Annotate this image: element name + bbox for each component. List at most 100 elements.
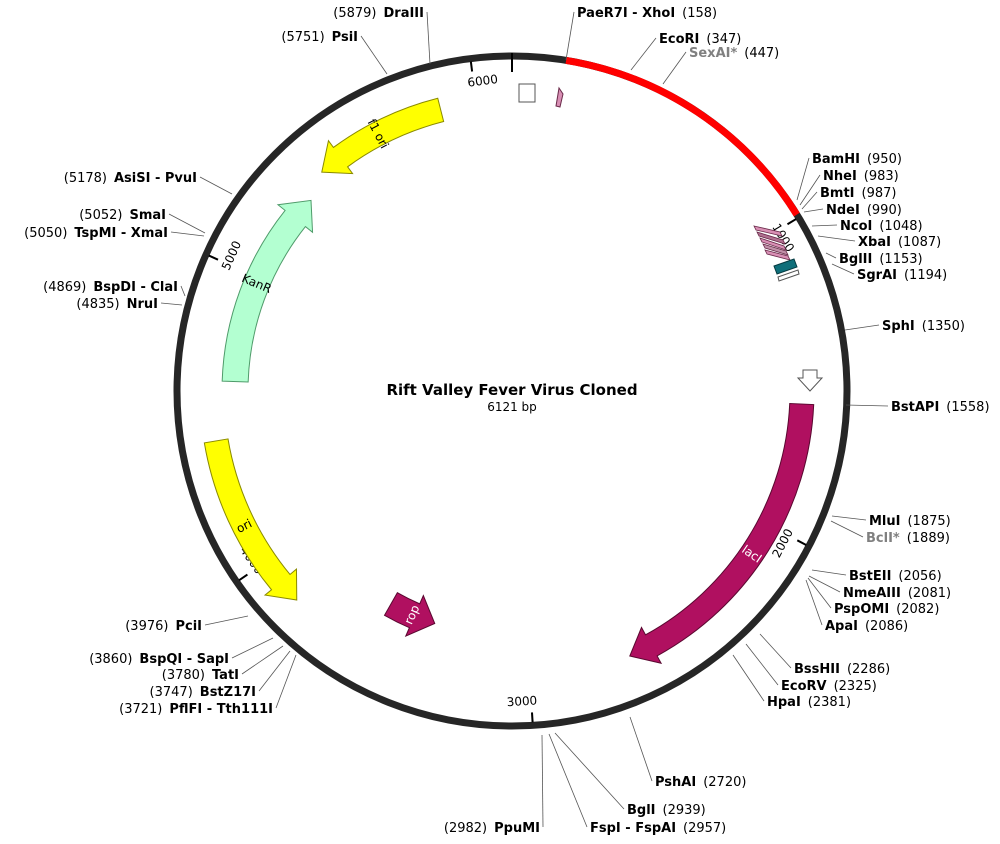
enzyme-position: (2056) [898,569,941,584]
site-hpai[interactable]: HpaI(2381) [732,654,851,710]
enzyme-name: TspMI - XmaI [74,226,168,241]
enzyme-name: PaeR7I - XhoI [577,6,675,21]
site-label-pcii: (3976)PciI [125,619,202,634]
site-asisi-pvui[interactable]: (5178)AsiSI - PvuI [64,171,233,195]
site-tspmi-xmai[interactable]: (5050)TspMI - XmaI [24,226,205,241]
site-ndei[interactable]: NdeI(990) [803,203,902,218]
site-pspomi[interactable]: PspOMI(2082) [807,577,939,617]
tick-mark-4000 [238,573,248,582]
enzyme-name: BssHII [794,662,840,677]
tick-mark-1000 [786,218,797,226]
site-nhei[interactable]: NheI(983) [799,169,899,206]
site-leader-bsteii [811,569,847,576]
site-label-ecori: EcoRI(347) [659,32,741,47]
enzyme-position: (4869) [43,280,86,295]
site-label-pshai: PshAI(2720) [655,775,746,790]
enzyme-position: (1558) [946,400,989,415]
site-ecorv[interactable]: EcoRV(2325) [745,643,877,694]
tag-feature-4 [762,243,789,256]
site-leader-bmti [801,191,818,210]
enzyme-name: BstAPI [891,400,939,415]
site-leader-psii [360,35,388,75]
site-smai[interactable]: (5052)SmaI [79,208,206,234]
site-leader-ppumi [541,734,544,828]
white-tag-feature [777,269,800,282]
site-bcli[interactable]: BclI*(1889) [830,520,950,546]
enzyme-position: (3747) [150,685,193,700]
site-bamhi[interactable]: BamHI(950) [796,152,902,201]
enzyme-name: PshAI [655,775,696,790]
site-leader-asisi-pvui [199,176,233,195]
site-bmti[interactable]: BmtI(987) [801,186,896,210]
tick-label-3000: 3000 [506,693,537,709]
enzyme-position: (990) [867,203,902,218]
enzyme-position: (3780) [162,668,205,683]
site-bgli[interactable]: BglI (2939) [554,732,706,818]
site-leader-pshai [629,716,653,782]
site-bstz17i[interactable]: (3747)BstZ17I [150,650,291,700]
site-leader-tspmi-xmai [170,231,205,237]
site-sphi[interactable]: SphI(1350) [844,319,965,334]
site-ncoi[interactable]: NcoI(1048) [811,219,923,234]
map-length: 6121 bp [487,400,537,414]
site-bsshii[interactable]: BssHII (2286) [759,633,890,677]
enzyme-name: BstEII [849,569,891,584]
enzyme-position: (2286) [847,662,890,677]
site-pflfi-tth111i[interactable]: (3721)PflFI - Tth111I [119,654,297,717]
site-tati[interactable]: (3780)TatI [162,645,284,683]
site-label-sphi: SphI(1350) [882,319,965,334]
enzyme-name: XbaI [858,235,891,250]
site-nmeaiii[interactable]: NmeAIII(2081) [808,575,951,601]
site-leader-nmeaiii [808,575,841,593]
site-draiii[interactable]: (5879)DraIII [333,6,431,65]
enzyme-position: (4835) [76,297,119,312]
site-paer7i-xhoi[interactable]: PaeR7I - XhoI(158) [565,6,717,61]
site-label-nhei: NheI(983) [823,169,899,184]
site-bspqi-sapi[interactable]: (3860)BspQI - SapI [89,637,274,667]
site-leader-bgli [554,732,625,810]
site-pcii[interactable]: (3976)PciI [125,615,249,634]
site-mlui[interactable]: MluI(1875) [831,514,951,529]
site-sexai[interactable]: SexAI*(447) [662,46,779,85]
feature-arrow-f1-ori [321,97,445,175]
enzyme-position: (2939) [663,803,706,818]
site-ppumi[interactable]: (2982)PpuMI [444,734,544,836]
site-leader-sphi [844,324,880,331]
site-leader-sexai [662,51,687,85]
site-nrui[interactable]: (4835)NruI [76,297,183,312]
enzyme-name: PflFI - Tth111I [169,702,273,717]
site-xbai[interactable]: XbaI(1087) [817,235,941,250]
site-label-xbai: XbaI(1087) [858,235,941,250]
enzyme-name: BglI [627,803,656,818]
site-label-bcli: BclI*(1889) [866,531,950,546]
site-sgrai[interactable]: SgrAI(1194) [831,263,947,283]
site-bspdi-clai[interactable]: (4869)BspDI - ClaI [43,280,186,297]
site-fspi-fspai[interactable]: FspI - FspAI(2957) [548,733,726,836]
site-label-mlui: MluI(1875) [869,514,951,529]
site-pshai[interactable]: PshAI(2720) [629,716,746,790]
site-leader-mlui [831,515,867,521]
site-label-tspmi-xmai: (5050)TspMI - XmaI [24,226,168,241]
site-leader-xbai [817,235,856,242]
enzyme-position: (1048) [879,219,922,234]
enzyme-name: SmaI [129,208,166,223]
small-box-feature [518,83,536,103]
site-leader-hpai [732,654,765,702]
site-ecori[interactable]: EcoRI(347) [630,32,741,71]
enzyme-position: (5879) [333,6,376,21]
site-bstapi[interactable]: BstAPI (1558) [845,400,990,415]
site-bglii[interactable]: BglII(1153) [825,252,923,267]
site-leader-nrui [160,302,183,306]
site-label-tati: (3780)TatI [162,668,239,683]
tag-feature-3 [759,237,787,251]
site-leader-pspomi [807,577,832,609]
site-bsteii[interactable]: BstEII (2056) [811,569,942,584]
site-leader-bcli [830,520,864,538]
site-psii[interactable]: (5751)PsiI [281,30,388,75]
feature-arrow-ori [203,438,298,601]
feature-arrow-rop [383,592,436,638]
site-label-bmti: BmtI(987) [820,186,896,201]
site-apai[interactable]: ApaI(2086) [805,579,908,634]
enzyme-position: (1153) [879,252,922,267]
